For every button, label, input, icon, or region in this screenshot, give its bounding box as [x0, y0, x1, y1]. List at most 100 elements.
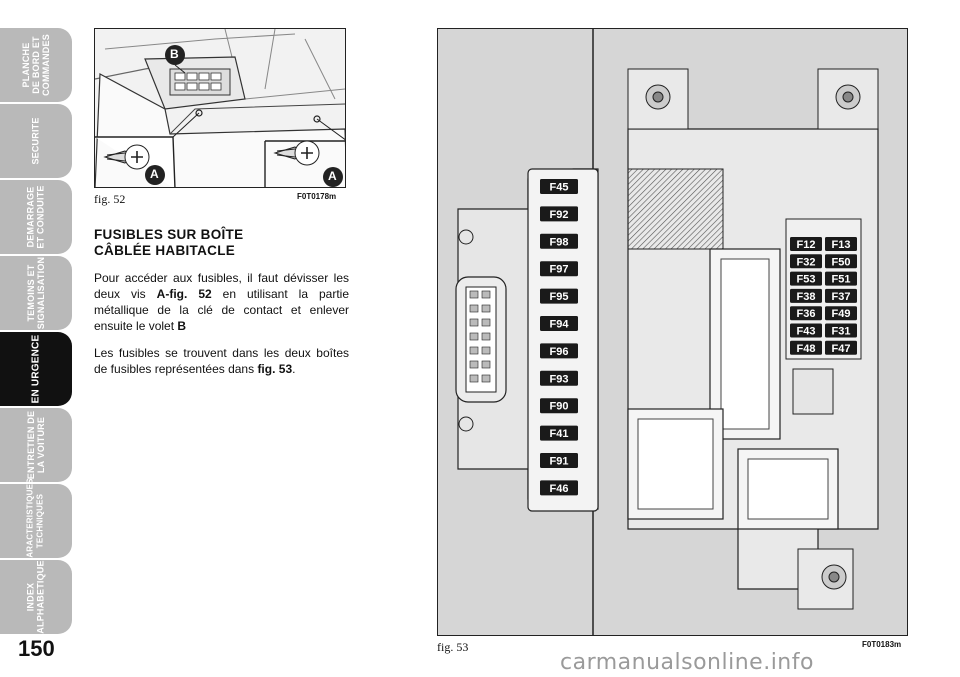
fuse-f43: F43 — [790, 323, 822, 338]
paragraph-text: en utilisant la partie métallique de la … — [94, 287, 350, 333]
paragraph-text: Les fusibles se trouvent dans les deux b… — [94, 346, 349, 376]
figure-reference: fig. 53 — [257, 362, 293, 376]
fuse-f36: F36 — [790, 306, 822, 321]
figure-53-code: F0T0183m — [862, 640, 902, 649]
tab-label-line: COMMANDES — [41, 34, 51, 96]
paragraph-access-fuses: Pour accéder aux fusibles, il faut dévis… — [94, 270, 349, 334]
fuse-label: F48 — [797, 343, 816, 355]
tab-label-line: LA VOITURE — [36, 416, 46, 474]
fuse-f31: F31 — [825, 323, 857, 338]
tab-label: CARACTERISTIQUES TECHNIQUES — [26, 478, 46, 563]
fuse-f98: F98 — [540, 233, 578, 249]
fuse-label: F51 — [832, 274, 851, 286]
fuse-label: F93 — [550, 373, 569, 385]
fuse-label: F95 — [550, 291, 569, 303]
fuse-label: F12 — [797, 239, 816, 251]
fuse-f94: F94 — [540, 316, 578, 331]
fuse-f97: F97 — [540, 261, 578, 277]
fuse-f41: F41 — [540, 425, 578, 441]
section-title-line: FUSIBLES SUR BOÎTE — [94, 227, 244, 242]
fuse-f93: F93 — [540, 370, 578, 386]
fuse-f13: F13 — [825, 237, 857, 251]
tab-label-line: PLANCHE — [21, 42, 31, 88]
callout-a-left: A — [150, 167, 159, 181]
fuse-f46: F46 — [540, 480, 578, 496]
tab-label-line: ENTRETIEN DE — [26, 410, 36, 480]
fuse-label: F92 — [550, 209, 569, 221]
fuse-f91: F91 — [540, 453, 578, 468]
tab-label-line: EN URGENCE — [30, 334, 41, 404]
figure-52-illustration: B A A — [94, 28, 346, 188]
fuse-f95: F95 — [540, 288, 578, 304]
fuse-f12: F12 — [790, 237, 822, 251]
tab-label: ENTRETIEN DE LA VOITURE — [26, 411, 46, 479]
tab-securite[interactable]: SECURITE — [0, 104, 72, 178]
tab-label: SECURITE — [31, 117, 41, 164]
tab-label-line: SECURITE — [30, 117, 41, 165]
fuse-label: F49 — [832, 308, 851, 320]
fuse-label: F50 — [832, 256, 851, 268]
figure-52-caption: fig. 52 — [94, 192, 126, 206]
part-reference: B — [177, 319, 187, 333]
tab-label-line: DE BORD ET — [31, 36, 41, 94]
tab-temoins[interactable]: TEMOINS ET SIGNALISATION — [0, 256, 72, 330]
fuse-label: F38 — [797, 291, 816, 303]
section-title: FUSIBLES SUR BOÎTE CÂBLÉE HABITACLE — [94, 227, 349, 259]
paragraph-text: Pour accéder aux fusibles, il faut dévis… — [94, 271, 349, 301]
fuse-label: F91 — [550, 456, 569, 468]
tab-label: EN URGENCE — [30, 334, 41, 404]
tab-caracteristiques[interactable]: CARACTERISTIQUES TECHNIQUES — [0, 478, 72, 564]
fuse-f48: F48 — [790, 340, 822, 355]
fuse-label: F97 — [550, 264, 569, 276]
fuse-f96: F96 — [540, 343, 578, 359]
tab-label-line: TECHNIQUES — [36, 493, 45, 549]
tab-entretien[interactable]: ENTRETIEN DE LA VOITURE — [0, 408, 72, 482]
fuse-label: F46 — [550, 483, 569, 495]
fuse-f49: F49 — [825, 306, 857, 321]
watermark: carmanualsonline.info — [560, 650, 814, 675]
tab-label-line: ET CONDUITE — [35, 185, 46, 249]
section-title-line: CÂBLÉE HABITACLE — [94, 243, 236, 258]
fuse-label: F37 — [832, 291, 851, 303]
tab-label-line: ALPHABETIQUE — [36, 560, 46, 634]
fuse-f32: F32 — [790, 254, 822, 269]
fuse-label: F13 — [832, 239, 851, 251]
fuse-label: F31 — [832, 326, 851, 338]
fuse-f37: F37 — [825, 288, 857, 303]
figure-53-caption: fig. 53 — [437, 640, 469, 654]
paragraph-text: . — [292, 362, 296, 376]
tab-index[interactable]: INDEX ALPHABETIQUE — [0, 560, 72, 634]
figure-52-code: F0T0178m — [297, 192, 337, 201]
fuse-label: F96 — [550, 346, 569, 358]
fuse-label: F36 — [797, 308, 816, 320]
tab-label: INDEX ALPHABETIQUE — [26, 560, 46, 633]
tab-en-urgence[interactable]: EN URGENCE — [0, 332, 72, 406]
tab-label-line: DEMARRAGE — [25, 186, 36, 248]
fuse-label: F94 — [550, 319, 570, 331]
tab-label: PLANCHE DE BORD ET COMMANDES — [21, 34, 51, 96]
tab-label: DEMARRAGE ET CONDUITE — [26, 185, 46, 248]
fuse-f38: F38 — [790, 288, 822, 303]
fuse-label: F45 — [550, 182, 569, 194]
tab-label-line: SIGNALISATION — [36, 256, 46, 330]
fuse-label: F32 — [797, 256, 816, 268]
paragraph-fuse-boxes: Les fusibles se trouvent dans les deux b… — [94, 345, 349, 377]
fuse-f50: F50 — [825, 254, 857, 269]
tab-label-line: CARACTERISTIQUES — [26, 478, 35, 564]
fuse-label: F43 — [797, 326, 816, 338]
callout-a-right: A — [328, 169, 337, 183]
dashboard-lower-panel-drawing — [95, 29, 345, 187]
fuse-f45: F45 — [540, 179, 578, 194]
fuse-label: F47 — [832, 343, 851, 355]
fuse-f51: F51 — [825, 271, 857, 286]
figure-reference: A-fig. 52 — [156, 287, 212, 301]
tab-label-line: TEMOINS ET — [26, 264, 36, 322]
tab-planche-de-bord[interactable]: PLANCHE DE BORD ET COMMANDES — [0, 28, 72, 102]
tab-demarrage[interactable]: DEMARRAGE ET CONDUITE — [0, 180, 72, 254]
fuse-f47: F47 — [825, 340, 857, 355]
fuse-label: F53 — [797, 274, 816, 286]
